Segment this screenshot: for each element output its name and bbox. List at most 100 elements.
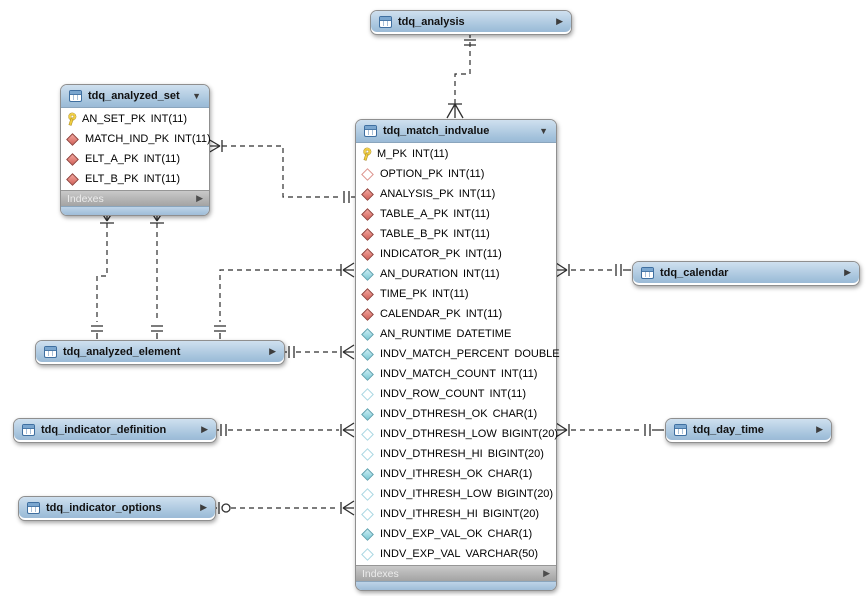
table-header[interactable]: tdq_match_indvalue ▼: [356, 120, 556, 143]
column-icon: [361, 487, 374, 501]
expand-arrow-icon[interactable]: ▶: [201, 424, 208, 434]
table-title: tdq_analyzed_set: [88, 90, 180, 102]
relationship-day-time-to-match-indvalue[interactable]: [555, 422, 664, 438]
table-header[interactable]: tdq_indicator_definition ▶: [14, 419, 216, 440]
relationship-analyzed-element-to-analyzed-set-a[interactable]: [91, 209, 115, 339]
column-row[interactable]: MATCH_IND_PK INT(11): [61, 129, 211, 149]
column-row[interactable]: INDV_MATCH_COUNT INT(11): [356, 364, 556, 384]
column-row[interactable]: ELT_B_PK INT(11): [61, 169, 209, 189]
table-tdq-day-time[interactable]: tdq_day_time ▶: [665, 418, 832, 443]
column-icon: [361, 547, 374, 561]
column-icon: [66, 132, 79, 146]
column-row[interactable]: AN_SET_PK INT(11): [61, 109, 209, 129]
table-header[interactable]: tdq_calendar ▶: [633, 262, 859, 283]
table-tdq-match-indvalue[interactable]: tdq_match_indvalue ▼ M_PK INT(11) OPTION…: [355, 119, 560, 591]
column-row[interactable]: INDV_ITHRESH_LOW BIGINT(20): [356, 484, 556, 504]
table-title: tdq_match_indvalue: [383, 125, 490, 137]
table-tdq-analysis[interactable]: tdq_analysis ▶: [370, 10, 572, 35]
column-type: CHAR(1): [492, 408, 538, 420]
column-type: INT(11): [500, 368, 538, 380]
table-title: tdq_calendar: [660, 266, 729, 279]
column-row[interactable]: INDV_EXP_VAL VARCHAR(50): [356, 544, 556, 564]
column-row[interactable]: INDV_ITHRESH_HI BIGINT(20): [356, 504, 556, 524]
table-tdq-analyzed-element[interactable]: tdq_analyzed_element ▶: [35, 340, 285, 365]
column-row[interactable]: OPTION_PK INT(11): [356, 164, 556, 184]
column-type: INT(11): [453, 228, 490, 240]
indexes-expand-arrow-icon[interactable]: ▶: [543, 568, 550, 578]
table-icon: [44, 345, 57, 358]
table-header[interactable]: tdq_analysis ▶: [371, 11, 571, 32]
column-type: INT(11): [489, 388, 526, 400]
column-row[interactable]: TABLE_A_PK INT(11): [356, 204, 556, 224]
indexes-bar[interactable]: Indexes ▶: [356, 565, 556, 581]
column-row[interactable]: INDV_ITHRESH_OK CHAR(1): [356, 464, 556, 484]
collapse-arrow-icon[interactable]: ▼: [192, 90, 201, 101]
column-row[interactable]: AN_DURATION INT(11): [356, 264, 556, 284]
table-tdq-calendar[interactable]: tdq_calendar ▶: [632, 261, 860, 286]
expand-arrow-icon[interactable]: ▶: [816, 424, 823, 434]
relationship-match-indvalue-to-analyzed-set[interactable]: [207, 138, 355, 203]
column-row[interactable]: CALENDAR_PK INT(11): [356, 304, 556, 324]
column-row[interactable]: INDV_MATCH_PERCENT DOUBLE: [356, 344, 560, 364]
expand-arrow-icon[interactable]: ▶: [556, 16, 563, 26]
column-name: INDV_MATCH_COUNT: [380, 368, 496, 380]
column-name: ANALYSIS_PK: [380, 188, 454, 200]
relationship-calendar-to-match-indvalue[interactable]: [555, 262, 631, 278]
column-row[interactable]: INDV_DTHRESH_HI BIGINT(20): [356, 444, 556, 464]
column-row[interactable]: TABLE_B_PK INT(11): [356, 224, 556, 244]
column-type: INT(11): [447, 168, 485, 180]
column-type: INT(11): [174, 133, 211, 145]
table-footer-strip: [61, 206, 209, 215]
column-row[interactable]: INDV_EXP_VAL_OK CHAR(1): [356, 524, 556, 544]
column-type: BIGINT(20): [487, 448, 544, 460]
relationship-analysis-to-match-indvalue[interactable]: [446, 33, 476, 119]
column-icon: [361, 507, 374, 521]
column-name: INDV_ITHRESH_HI: [380, 508, 478, 520]
column-type: INT(11): [143, 153, 181, 165]
relationship-indicator-options-to-match-indvalue[interactable]: [214, 500, 355, 516]
table-title: tdq_analysis: [398, 15, 465, 28]
table-tdq-indicator-options[interactable]: tdq_indicator_options ▶: [18, 496, 216, 521]
indexes-expand-arrow-icon[interactable]: ▶: [196, 193, 203, 203]
column-name: M_PK: [377, 148, 407, 160]
column-name: INDV_ITHRESH_LOW: [380, 488, 492, 500]
relationship-indicator-definition-to-match-indvalue[interactable]: [215, 422, 355, 438]
column-row[interactable]: AN_RUNTIME DATETIME: [356, 324, 556, 344]
indexes-label: Indexes: [67, 192, 104, 205]
table-title: tdq_day_time: [693, 423, 764, 436]
column-type: DATETIME: [456, 328, 512, 340]
column-name: TABLE_B_PK: [380, 228, 449, 240]
column-row[interactable]: ELT_A_PK INT(11): [61, 149, 209, 169]
expand-arrow-icon[interactable]: ▶: [200, 502, 207, 512]
column-row[interactable]: INDICATOR_PK INT(11): [356, 244, 556, 264]
column-type: INT(11): [458, 188, 496, 200]
expand-arrow-icon[interactable]: ▶: [844, 267, 851, 277]
column-name: INDV_ROW_COUNT: [380, 388, 485, 400]
column-type: BIGINT(20): [501, 428, 558, 440]
column-row[interactable]: M_PK INT(11): [356, 144, 556, 164]
relationship-analyzed-element-to-match-indvalue-a[interactable]: [214, 262, 355, 339]
column-type: INT(11): [411, 148, 449, 160]
column-row[interactable]: INDV_ROW_COUNT INT(11): [356, 384, 556, 404]
table-header[interactable]: tdq_day_time ▶: [666, 419, 831, 440]
table-tdq-analyzed-set[interactable]: tdq_analyzed_set ▼ AN_SET_PK INT(11) MAT…: [60, 84, 211, 216]
column-row[interactable]: INDV_DTHRESH_OK CHAR(1): [356, 404, 556, 424]
relationship-analyzed-element-to-analyzed-set-b[interactable]: [149, 209, 165, 339]
collapse-arrow-icon[interactable]: ▼: [539, 125, 548, 136]
table-header[interactable]: tdq_analyzed_element ▶: [36, 341, 284, 362]
column-type: DOUBLE: [514, 348, 560, 360]
column-icon: [361, 467, 374, 481]
table-icon: [674, 423, 687, 436]
column-row[interactable]: TIME_PK INT(11): [356, 284, 556, 304]
column-icon: [361, 307, 374, 321]
column-list: M_PK INT(11) OPTION_PK INT(11) ANALYSIS_…: [356, 143, 560, 565]
relationship-analyzed-element-to-match-indvalue-b[interactable]: [283, 344, 355, 360]
table-header[interactable]: tdq_indicator_options ▶: [19, 497, 215, 518]
column-row[interactable]: ANALYSIS_PK INT(11): [356, 184, 556, 204]
table-tdq-indicator-definition[interactable]: tdq_indicator_definition ▶: [13, 418, 217, 443]
indexes-bar[interactable]: Indexes ▶: [61, 190, 209, 206]
column-type: INT(11): [143, 173, 181, 185]
column-row[interactable]: INDV_DTHRESH_LOW BIGINT(20): [356, 424, 558, 444]
table-header[interactable]: tdq_analyzed_set ▼: [61, 85, 209, 108]
expand-arrow-icon[interactable]: ▶: [269, 346, 276, 356]
